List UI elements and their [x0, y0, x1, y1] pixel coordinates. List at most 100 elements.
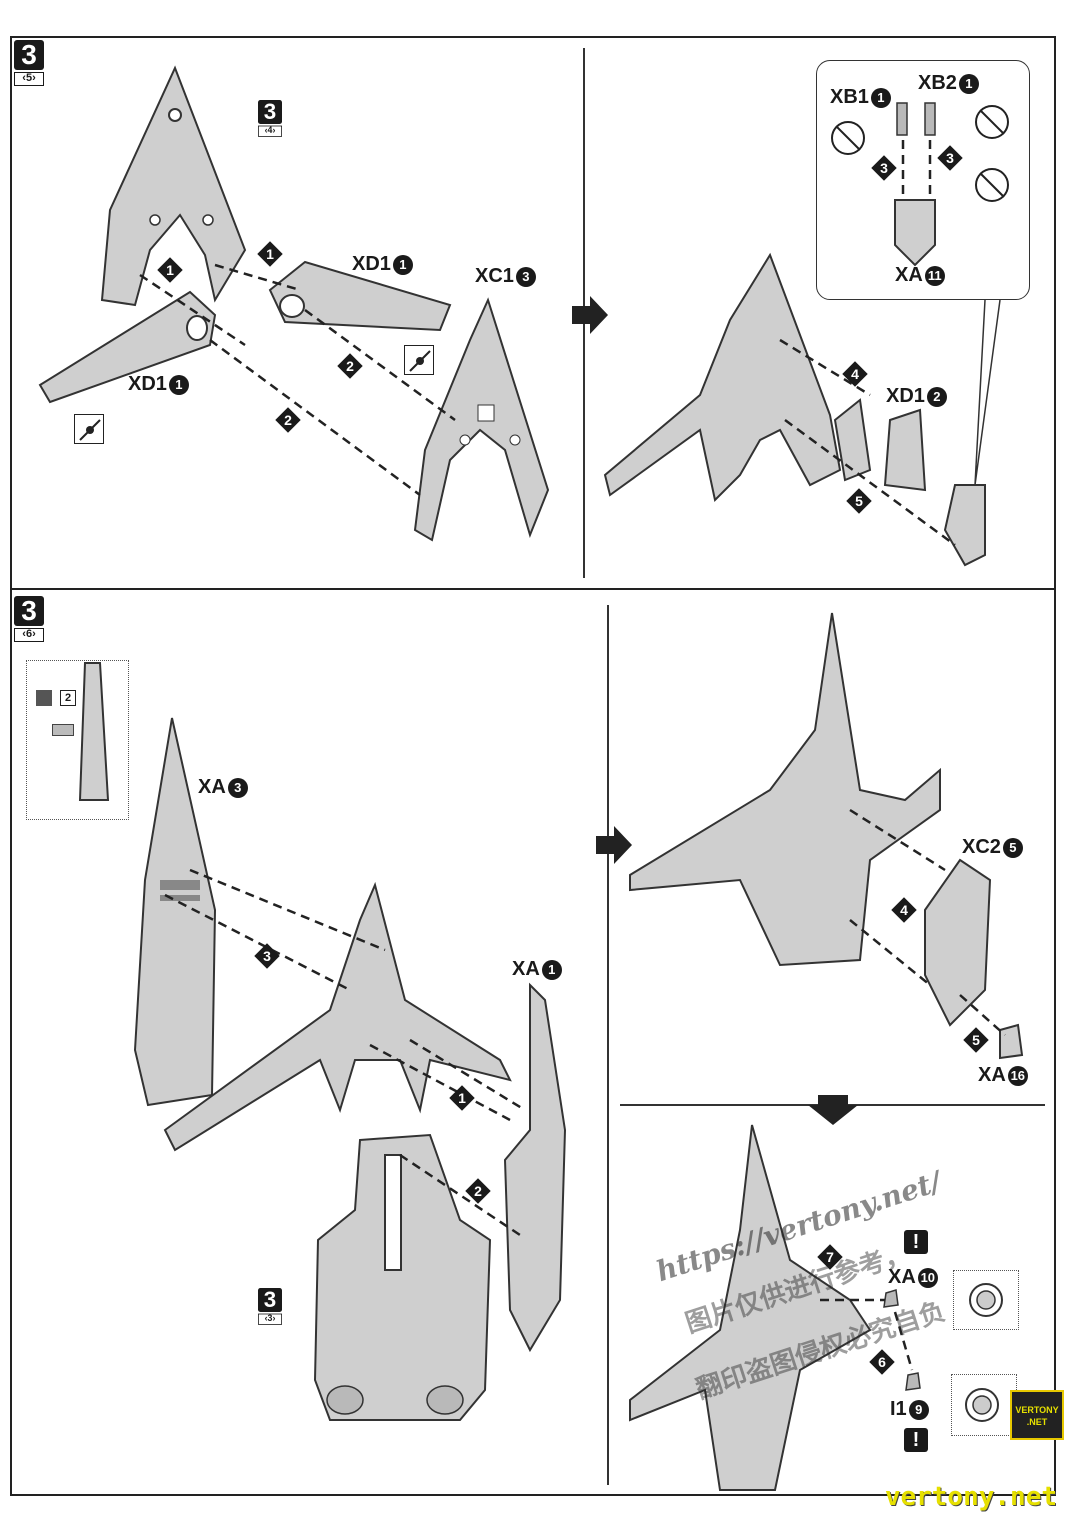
step-number: 3 — [14, 596, 44, 626]
order-marker: 4 — [842, 361, 868, 387]
order-marker: 5 — [963, 1027, 989, 1053]
order-number: 7 — [826, 1249, 834, 1265]
part-code: XD1 — [886, 385, 925, 407]
part-number: 1 — [541, 959, 562, 980]
order-marker: 1 — [257, 241, 283, 267]
order-marker: 2 — [337, 353, 363, 379]
part-number: 10 — [917, 1267, 938, 1288]
order-number: 5 — [855, 493, 863, 509]
ref-step-sub: ‹4› — [258, 125, 282, 137]
part-number: 9 — [908, 1399, 929, 1420]
page-frame — [10, 36, 1056, 1496]
order-marker: 2 — [275, 407, 301, 433]
order-number: 4 — [900, 902, 908, 918]
warning-icon: ! — [904, 1230, 928, 1254]
order-number: 2 — [346, 358, 354, 374]
part-code: XC1 — [475, 265, 514, 287]
footer-url: vertony.net — [884, 1482, 1057, 1512]
detail-inset-lower — [951, 1374, 1017, 1436]
part-code: XA — [512, 958, 540, 980]
part-number: 3 — [227, 777, 248, 798]
step-sub-num: 5 — [25, 72, 33, 84]
part-number: 1 — [958, 73, 979, 94]
logo-line-2: .NET — [1026, 1417, 1048, 1427]
order-number: 2 — [474, 1183, 482, 1199]
order-marker: 5 — [846, 488, 872, 514]
order-number: 5 — [972, 1032, 980, 1048]
step-sub: ‹5› — [14, 72, 44, 86]
part-code: XD1 — [128, 373, 167, 395]
ref-step-sub: ‹3› — [258, 1313, 282, 1325]
order-number: 1 — [166, 262, 174, 278]
sticker-shape — [52, 724, 74, 736]
order-number: 1 — [266, 246, 274, 262]
order-number: 4 — [851, 366, 859, 382]
ref-step-badge: 3 ‹4› — [258, 100, 282, 137]
order-number: 3 — [263, 948, 271, 964]
ref-step-number: 3 — [258, 100, 282, 124]
part-code: XB1 — [830, 86, 869, 108]
part-code: XA — [888, 1266, 916, 1288]
flow-arrow-right-bottom — [596, 826, 632, 864]
ref-step-number: 3 — [258, 1288, 282, 1312]
part-number: 1 — [392, 254, 413, 275]
step-badge-3-6: 3 ‹6› — [14, 596, 44, 642]
part-code: XA — [978, 1064, 1006, 1086]
ref-step-badge: 3 ‹3› — [258, 1288, 282, 1325]
part-number: 16 — [1007, 1065, 1028, 1086]
order-number: 2 — [284, 412, 292, 428]
step-number: 3 — [14, 40, 44, 70]
part-code: XB2 — [918, 72, 957, 94]
warning-icon: ! — [904, 1428, 928, 1452]
order-marker: 6 — [869, 1349, 895, 1375]
part-number: 1 — [870, 87, 891, 108]
order-number: 3 — [946, 150, 954, 166]
part-number: 2 — [926, 386, 947, 407]
part-code: I1 — [890, 1398, 907, 1420]
part-number: 11 — [924, 265, 945, 286]
part-code: XC2 — [962, 836, 1001, 858]
order-marker: 2 — [465, 1178, 491, 1204]
ref-step-sub-num: 3 — [267, 1313, 273, 1324]
part-code: XA — [198, 776, 226, 798]
detail-callout — [816, 60, 1030, 300]
part-number: 3 — [515, 266, 536, 287]
order-marker: 3 — [871, 155, 897, 181]
vertony-logo: VERTONY .NET — [1010, 1390, 1064, 1440]
order-marker: 1 — [157, 257, 183, 283]
horizontal-divider — [10, 588, 1056, 590]
order-marker: 3 — [937, 145, 963, 171]
detail-inset-upper — [953, 1270, 1019, 1330]
ref-step-sub-num: 4 — [267, 125, 273, 136]
step-sub-num: 6 — [25, 628, 33, 640]
order-number: 3 — [880, 160, 888, 176]
order-marker: 4 — [891, 897, 917, 923]
order-marker: 1 — [449, 1085, 475, 1111]
nipper-icon — [404, 345, 434, 375]
step-sub: ‹6› — [14, 628, 44, 642]
bottom-vertical-divider — [607, 605, 609, 1485]
order-marker: 7 — [817, 1244, 843, 1270]
part-number: 5 — [1002, 837, 1023, 858]
sticker-number-box: 2 — [60, 690, 76, 706]
flow-arrow-right-top — [572, 296, 608, 334]
part-code: XA — [895, 264, 923, 286]
order-number: 6 — [878, 1354, 886, 1370]
logo-line-1: VERTONY — [1015, 1405, 1059, 1415]
sticker-icon — [36, 690, 52, 706]
